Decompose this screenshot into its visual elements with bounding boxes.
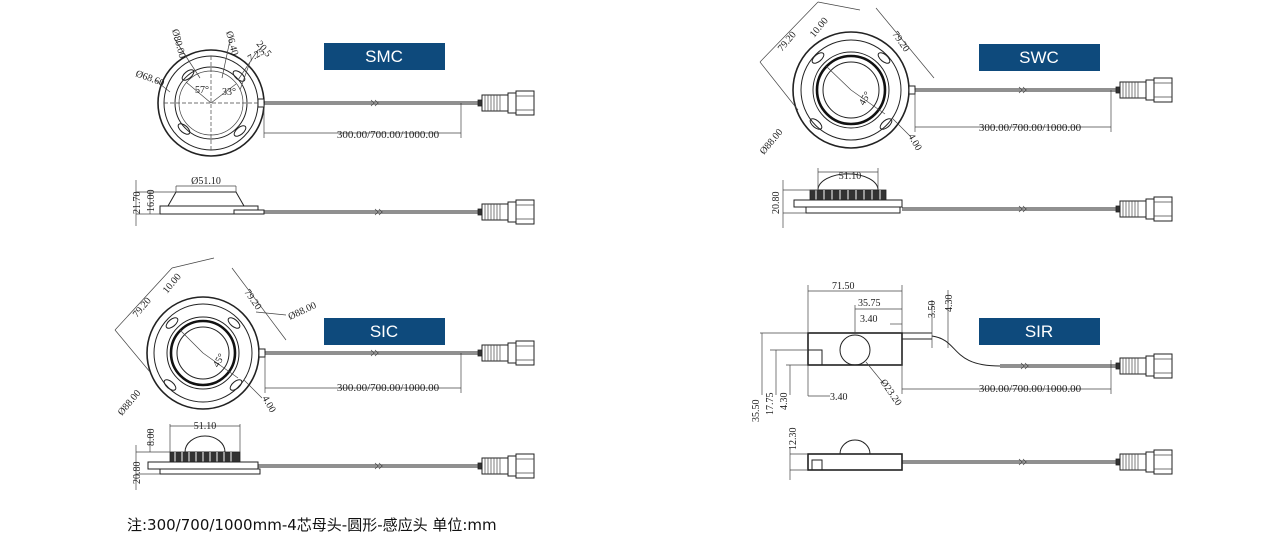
smc-badge <box>324 43 445 70</box>
sir-dim-a: 3.50 <box>927 301 938 319</box>
sir-side-connector-icon <box>1115 449 1173 475</box>
sir-connector-icon <box>1115 353 1173 379</box>
sic-d-ring: Ø88.00 <box>287 300 319 323</box>
sir-offset-top: 3.40 <box>860 314 878 325</box>
sir-cable-length: 300.00/700.00/1000.00 <box>979 383 1082 395</box>
sic-d-outer: Ø88.00 <box>116 388 144 418</box>
smc-top-view <box>154 37 462 157</box>
swc-height: 20.80 <box>771 192 782 215</box>
sir-side-height: 12.30 <box>788 428 799 451</box>
sic-connector-icon <box>477 340 535 366</box>
footnote: 注:300/700/1000mm-4芯母头-圆形-感应头 单位:mm <box>127 516 497 534</box>
sir-dim-c: 4.30 <box>779 393 790 411</box>
sir-dim-b: 4.30 <box>944 295 955 313</box>
sir-badge-label: SIR <box>1025 322 1053 341</box>
smc-h-total: 21.70 <box>132 192 143 215</box>
sic-badge-label: SIC <box>370 322 398 341</box>
swc-top-view <box>759 1 1112 149</box>
smc-angle-b: 33° <box>222 87 236 98</box>
sic-top-width: 51.10 <box>194 421 217 432</box>
swc-dim-d: 4.00 <box>905 132 923 153</box>
sic-top-view <box>114 257 462 410</box>
sic-dim-d: 4.00 <box>259 394 277 415</box>
sic-h-dome: 8.00 <box>146 429 157 447</box>
smc-drawing: SMC Ø80.00 Ø6.40 20.5 <box>132 28 535 226</box>
smc-h-body: 16.00 <box>146 190 157 213</box>
sic-drawing: SIC 79.20 10.00 79.20 Ø88. <box>114 257 535 490</box>
smc-connector-icon <box>477 90 535 116</box>
sir-badge <box>979 318 1100 345</box>
swc-badge <box>979 44 1100 71</box>
swc-cable-length: 300.00/700.00/1000.00 <box>979 122 1082 134</box>
sir-side-view <box>789 439 903 480</box>
smc-cable-length: 300.00/700.00/1000.00 <box>337 129 440 141</box>
sir-half-width: 35.75 <box>858 298 881 309</box>
smc-top-width: Ø51.10 <box>191 176 221 187</box>
sic-badge <box>324 318 445 345</box>
swc-d-outer: Ø88.00 <box>758 127 786 157</box>
sir-half-height: 17.75 <box>765 393 776 416</box>
swc-side-connector-icon <box>1115 196 1173 222</box>
sic-height: 20.80 <box>132 462 143 485</box>
sir-offset-bottom: 3.40 <box>830 392 848 403</box>
smc-side-connector-icon <box>477 199 535 225</box>
sic-dim-a: 79.20 <box>131 296 154 320</box>
swc-side-view <box>782 168 903 228</box>
sic-dim-b: 10.00 <box>161 272 184 296</box>
smc-badge-label: SMC <box>365 47 403 66</box>
swc-dim-a: 79.20 <box>776 30 799 54</box>
smc-d-inner: Ø68.60 <box>134 68 166 89</box>
swc-top-width: 51.10 <box>839 171 862 182</box>
sir-top-view <box>760 285 1112 397</box>
sic-side-connector-icon <box>477 453 535 479</box>
swc-drawing: SWC 79.20 10.00 79.20 Ø88.00 <box>758 1 1173 228</box>
sir-width: 71.50 <box>832 281 855 292</box>
swc-badge-label: SWC <box>1019 48 1059 67</box>
smc-angle-a: 57° <box>195 85 209 96</box>
smc-side-view <box>135 180 265 226</box>
smc-d-outer: Ø80.00 <box>169 28 187 60</box>
sir-d-sensor: Ø23.20 <box>878 377 904 408</box>
sir-height: 35.50 <box>751 400 762 423</box>
swc-angle: 45° <box>857 90 874 108</box>
swc-connector-icon <box>1115 77 1173 103</box>
sic-side-view <box>135 424 261 490</box>
sic-dim-c: 79.20 <box>242 287 264 312</box>
sir-drawing: SIR 71.50 <box>751 281 1173 480</box>
sic-cable-length: 300.00/700.00/1000.00 <box>337 382 440 394</box>
